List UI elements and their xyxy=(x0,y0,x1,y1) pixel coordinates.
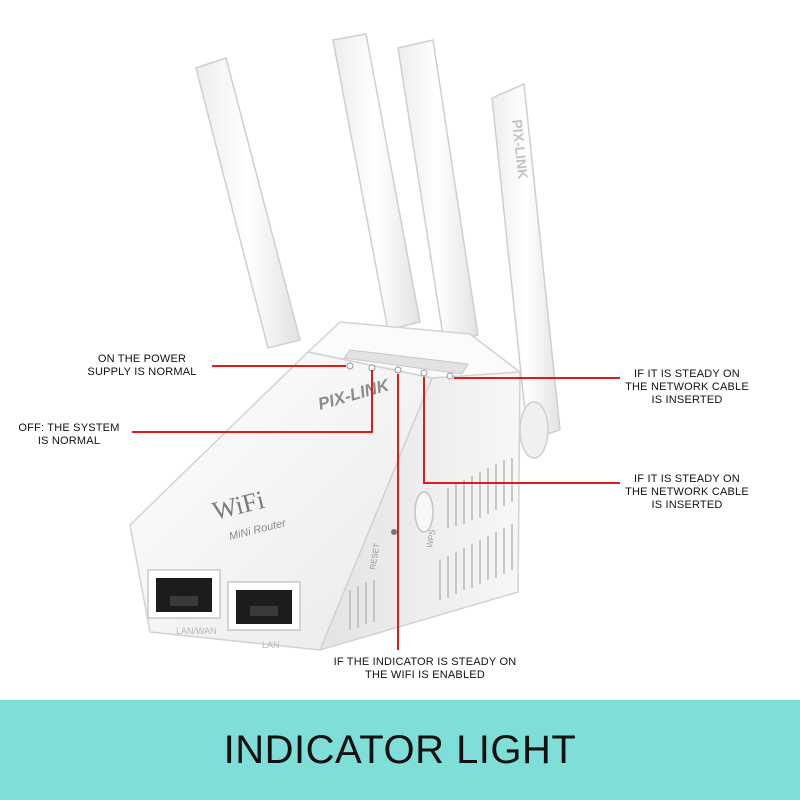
callout-network-mid: IF IT IS STEADY ON THE NETWORK CABLE IS … xyxy=(612,473,762,512)
callout-wifi-enabled: IF THE INDICATOR IS STEADY ON THE WIFI I… xyxy=(310,656,540,682)
callout-line: THE NETWORK CABLE xyxy=(625,486,749,498)
leader-system xyxy=(132,370,373,433)
led-wifi-indicator xyxy=(394,366,402,374)
led-lan-indicator xyxy=(420,369,428,377)
callout-line: THE WIFI IS ENABLED xyxy=(365,669,485,681)
callout-line: IS INSERTED xyxy=(651,499,723,511)
led-wan-indicator xyxy=(446,372,454,380)
port-label-lan: LAN xyxy=(262,640,280,650)
callout-line: ON THE POWER xyxy=(97,353,187,365)
led-power-indicator xyxy=(346,362,354,370)
callout-line: IS NORMAL xyxy=(37,435,101,447)
antennas: PIX-LINK xyxy=(195,33,561,459)
leader-lines xyxy=(132,365,620,650)
leader-network-mid xyxy=(423,377,620,484)
antenna-2 xyxy=(332,33,421,331)
callout-line: IF IT IS STEADY ON xyxy=(634,473,740,485)
callout-line: OFF: THE SYSTEM xyxy=(18,422,120,434)
callout-system-normal: OFF: THE SYSTEM IS NORMAL xyxy=(8,422,130,448)
ethernet-port-lanwan xyxy=(147,569,221,619)
callout-line: IF THE INDICATOR IS STEADY ON xyxy=(333,656,517,668)
wps-label: WPS xyxy=(425,529,437,549)
footer-band: INDICATOR LIGHT xyxy=(0,700,800,800)
router-body: PIX-LINK WiFi MiNi Router LAN/WAN LAN RE… xyxy=(129,321,522,652)
port-label-lanwan: LAN/WAN xyxy=(176,626,217,636)
antenna-hinge xyxy=(519,401,549,459)
callout-line: SUPPLY IS NORMAL xyxy=(87,366,197,378)
antenna-4 xyxy=(491,82,561,441)
callout-line: IS INSERTED xyxy=(651,394,723,406)
wps-button xyxy=(414,491,434,533)
callout-line: THE NETWORK CABLE xyxy=(625,381,749,393)
footer-title: INDICATOR LIGHT xyxy=(223,727,577,772)
callout-power-normal: ON THE POWER SUPPLY IS NORMAL xyxy=(62,353,222,379)
antenna-1 xyxy=(195,57,301,349)
ethernet-port-lan xyxy=(227,581,301,631)
antenna-3 xyxy=(397,39,479,343)
callout-line: IF IT IS STEADY ON xyxy=(634,368,740,380)
led-panel xyxy=(343,349,469,375)
callout-network-top: IF IT IS STEADY ON THE NETWORK CABLE IS … xyxy=(612,368,762,407)
reset-button xyxy=(391,529,397,535)
antenna-brand-text: PIX-LINK xyxy=(509,119,531,180)
router-illustration: PIX-LINK PIX-LINK WiFi MiNi Router LAN/W… xyxy=(129,33,620,652)
